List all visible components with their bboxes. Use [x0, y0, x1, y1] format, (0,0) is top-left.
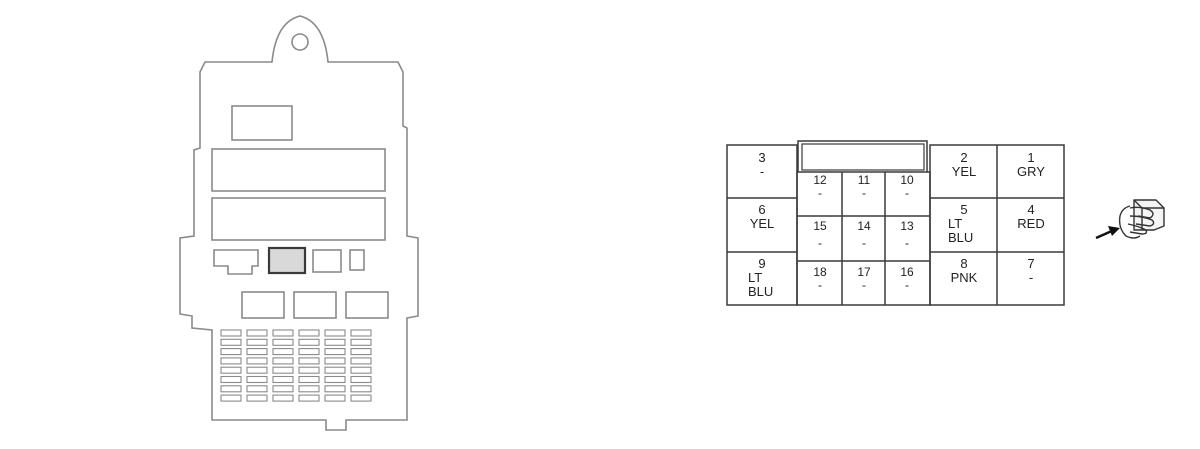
pin-12: 12- — [813, 173, 827, 200]
fuse-slot — [350, 348, 372, 356]
fuse-slot — [220, 394, 242, 402]
fuse-slot — [246, 385, 268, 393]
pin-13: 13- — [900, 219, 914, 250]
pin-14: 14- — [857, 219, 871, 250]
fuse-slot — [298, 375, 320, 384]
relay-a — [241, 291, 285, 319]
fuse-slot — [298, 329, 320, 337]
fuse-slot — [324, 338, 346, 346]
fuse-slot — [298, 394, 320, 402]
relay-c — [345, 291, 389, 319]
fuse-slot — [246, 366, 268, 374]
slot-upper — [211, 148, 386, 192]
fuse-slot — [246, 375, 268, 384]
mounting-hole — [291, 33, 309, 51]
fuse-slot — [324, 329, 346, 337]
fuse-slot — [220, 329, 242, 337]
block-middle — [796, 171, 931, 306]
fuse-slot — [350, 357, 372, 365]
socket-right-b — [349, 249, 365, 271]
fuse-slot — [350, 394, 372, 402]
hand-pointing-connector-icon — [1095, 199, 1165, 240]
fuse-relay-box-diagram — [179, 15, 419, 431]
fuse-slot — [272, 385, 294, 393]
center-relay-highlight — [267, 246, 307, 275]
fuse-slot — [324, 385, 346, 393]
fuse-slot — [298, 338, 320, 346]
fuse-slot — [272, 375, 294, 384]
slot-lower — [211, 197, 386, 241]
fuse-slot — [350, 366, 372, 374]
socket-right-a — [312, 249, 342, 273]
box-outline — [179, 15, 419, 431]
fuse-slot — [272, 329, 294, 337]
fuse-slot — [324, 375, 346, 384]
fuse-slot — [220, 357, 242, 365]
fuse-grid — [220, 329, 372, 402]
fuse-slot — [246, 329, 268, 337]
pin-18: 18- — [813, 265, 827, 292]
fuse-slot — [220, 385, 242, 393]
relay-b — [293, 291, 337, 319]
fuse-slot — [246, 394, 268, 402]
fuse-slot — [324, 366, 346, 374]
fuse-slot — [350, 338, 372, 346]
pin-15: 15- — [813, 219, 827, 250]
pin-3: 3- — [758, 150, 766, 179]
fuse-slot — [298, 366, 320, 374]
fuse-slot — [272, 357, 294, 365]
latch-tab — [797, 140, 928, 172]
fuse-slot — [272, 338, 294, 346]
pin-17: 17- — [857, 265, 871, 292]
fuse-slot — [298, 357, 320, 365]
fuse-slot — [324, 348, 346, 356]
latch-inner — [801, 143, 925, 171]
fuse-slot — [272, 394, 294, 402]
fuse-slot — [350, 329, 372, 337]
top-block — [231, 105, 293, 141]
fuse-slot — [220, 375, 242, 384]
fuse-slot — [246, 348, 268, 356]
fuse-slot — [220, 338, 242, 346]
fuse-slot — [272, 348, 294, 356]
fuse-slot — [246, 338, 268, 346]
fuse-slot — [350, 385, 372, 393]
pin-16: 16- — [900, 265, 914, 292]
pin-11: 11- — [857, 173, 871, 200]
pin-7: 7- — [1027, 256, 1035, 285]
fuse-slot — [220, 366, 242, 374]
fuse-slot — [324, 357, 346, 365]
fuse-slot — [220, 348, 242, 356]
socket-left — [213, 249, 259, 275]
fuse-slot — [246, 357, 268, 365]
fuse-slot — [324, 394, 346, 402]
pin-10: 10- — [900, 173, 914, 200]
fuse-slot — [350, 375, 372, 384]
fuse-slot — [272, 366, 294, 374]
fuse-slot — [298, 348, 320, 356]
fuse-slot — [298, 385, 320, 393]
